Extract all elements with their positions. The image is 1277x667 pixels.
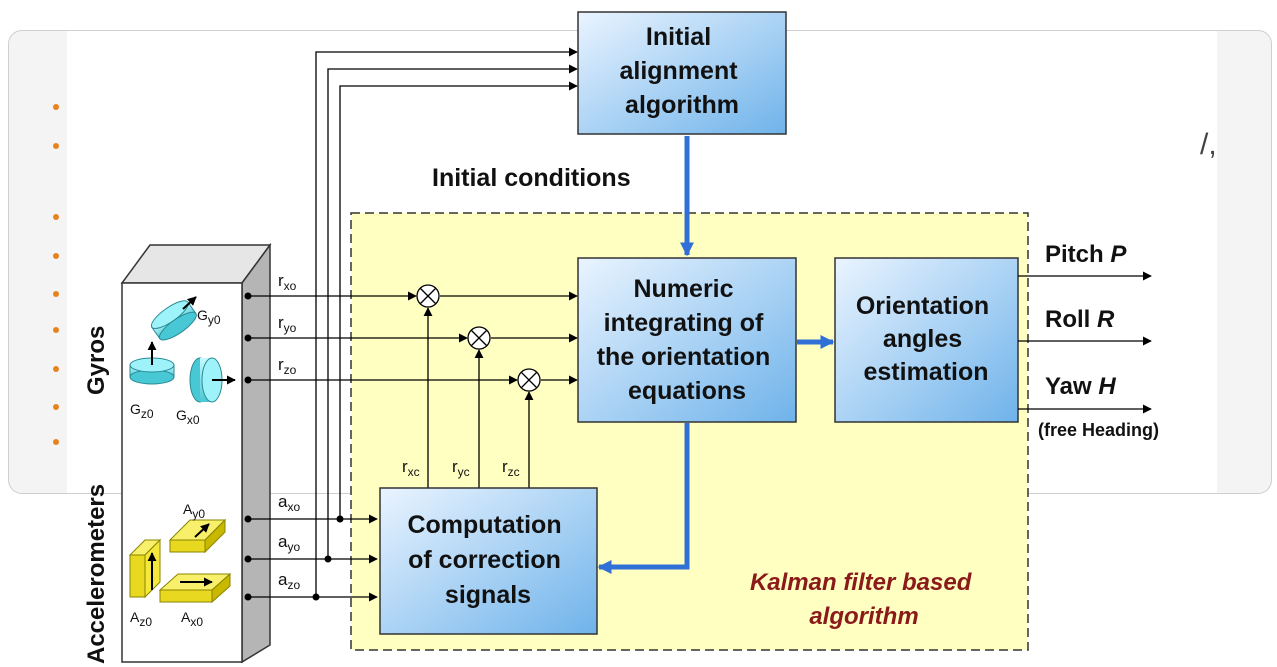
background-bullet — [53, 439, 59, 445]
accel-sensor-z — [128, 538, 162, 599]
initial-alignment-box — [577, 11, 787, 135]
accel-signal-x-label: axo — [278, 492, 300, 514]
numeric-integrating-box — [577, 257, 797, 423]
accel-sensor-y-label: Ay0 — [183, 501, 205, 521]
correction-signal-y-label: ryc — [452, 457, 470, 479]
gyro-signal-lines — [248, 291, 578, 385]
gyro-sensor-y-label: Gy0 — [197, 307, 221, 327]
accelerometers-label: Accelerometers — [83, 484, 110, 664]
gyro-sensor-x-label: Gx0 — [176, 407, 200, 427]
background-bullet — [53, 366, 59, 372]
roll-output-label: Roll R — [1045, 306, 1115, 333]
numeric-integrating-text: Numeric integrating of the orientation e… — [597, 275, 778, 405]
accel-signal-lines — [248, 47, 578, 602]
correction-signal-lines — [423, 307, 534, 488]
computation-box — [379, 487, 598, 635]
initial-alignment-text: Initial alignment algorithm — [619, 23, 744, 119]
background-bullet — [53, 253, 59, 259]
background-bullet — [53, 143, 59, 149]
accel-signal-z-label: azo — [278, 570, 300, 592]
orientation-estimation-text: Orientation angles estimation — [856, 292, 996, 386]
yaw-output-label: Yaw H — [1045, 373, 1116, 400]
accel-sensor-z-label: Az0 — [130, 609, 152, 629]
background-bullet — [53, 214, 59, 220]
orientation-estimation-box — [834, 257, 1019, 423]
accel-sensor-x — [158, 572, 232, 604]
gyro-signal-x-label: rxo — [278, 271, 297, 293]
gyro-sensor-z-label: Gz0 — [130, 401, 154, 421]
correction-signal-z-label: rzc — [502, 457, 520, 479]
summing-junction-x — [416, 284, 440, 308]
computation-text: Computation of correction signals — [407, 511, 568, 609]
correction-signal-x-label: rxc — [402, 457, 420, 479]
summing-junction-z — [517, 368, 541, 392]
accel-signal-y-label: ayo — [278, 532, 300, 554]
gyros-label: Gyros — [83, 326, 110, 395]
background-bullet — [53, 291, 59, 297]
summing-junction-y — [467, 326, 491, 350]
gyro-sensor-x — [189, 357, 236, 403]
accel-sensor-x-label: Ax0 — [181, 609, 203, 629]
gyro-sensor-y — [150, 296, 197, 341]
pitch-output-label: Pitch P — [1045, 241, 1127, 268]
thick-flow-arrows — [597, 136, 835, 574]
background-bullet — [53, 404, 59, 410]
kalman-label: Kalman filter based algorithm — [750, 569, 978, 630]
gyro-signal-y-label: ryo — [278, 313, 297, 335]
gyro-sensor-z — [129, 341, 175, 385]
accel-sensor-y — [168, 518, 227, 554]
gyro-signal-z-label: rzo — [278, 355, 297, 377]
background-bullet — [53, 104, 59, 110]
background-bullet — [53, 327, 59, 333]
output-arrows — [1018, 271, 1152, 414]
yaw-note-label: (free Heading) — [1038, 420, 1159, 440]
initial-conditions-label: Initial conditions — [432, 164, 631, 192]
background-text-fragment: /, — [1200, 128, 1217, 161]
